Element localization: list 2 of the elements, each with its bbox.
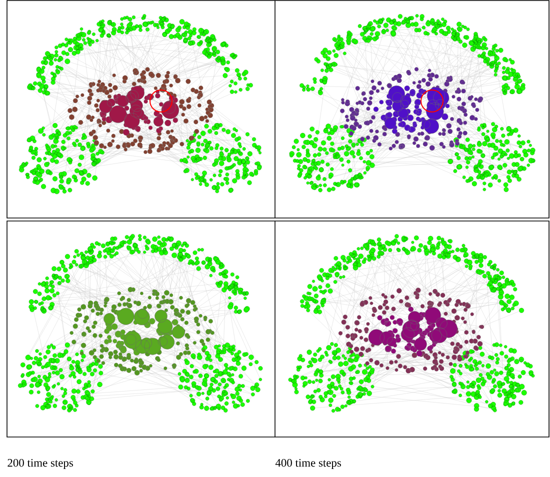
caption-text: 200 time steps — [8, 458, 73, 470]
caption-text: 400 time steps — [275, 458, 341, 470]
